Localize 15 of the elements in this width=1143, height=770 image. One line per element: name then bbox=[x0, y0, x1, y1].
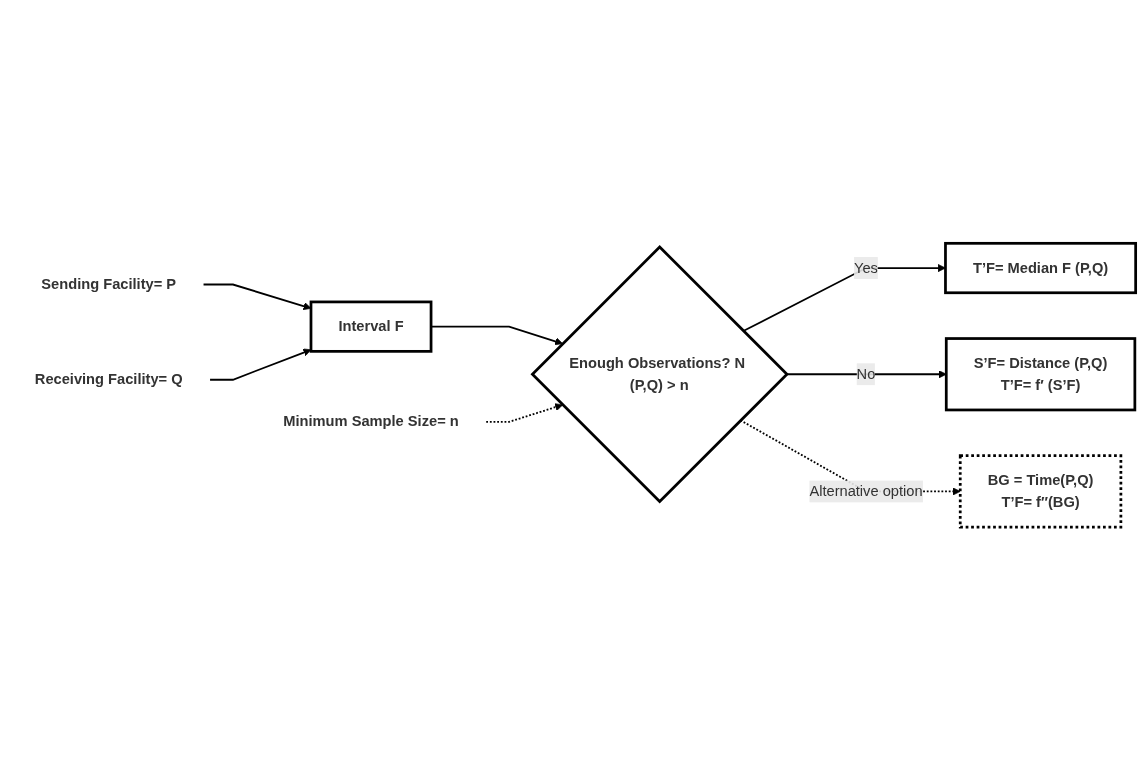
node-text: Minimum Sample Size= n bbox=[283, 413, 459, 429]
node-box: BG = Time(P,Q) T’F= f′′(BG) bbox=[958, 454, 1123, 529]
node-text: Receiving Facility= Q bbox=[34, 371, 183, 387]
node-box: T’F= Median F (P,Q) bbox=[944, 241, 1138, 294]
edge-label: No bbox=[856, 365, 876, 382]
edge-label: Yes bbox=[854, 259, 878, 276]
node-box: Interval F bbox=[309, 300, 433, 353]
node-diamond: Enough Observations? N (P,Q) > n bbox=[530, 244, 789, 504]
arrow bbox=[209, 348, 312, 381]
arrow bbox=[742, 263, 946, 332]
node-text: Sending Facility= P bbox=[41, 276, 177, 292]
edge-label: Alternative option bbox=[809, 482, 923, 499]
arrow bbox=[785, 370, 947, 379]
arrow bbox=[485, 403, 563, 423]
node-box: S’F= Distance (P,Q) T’F= f′ (S’F) bbox=[944, 336, 1137, 412]
